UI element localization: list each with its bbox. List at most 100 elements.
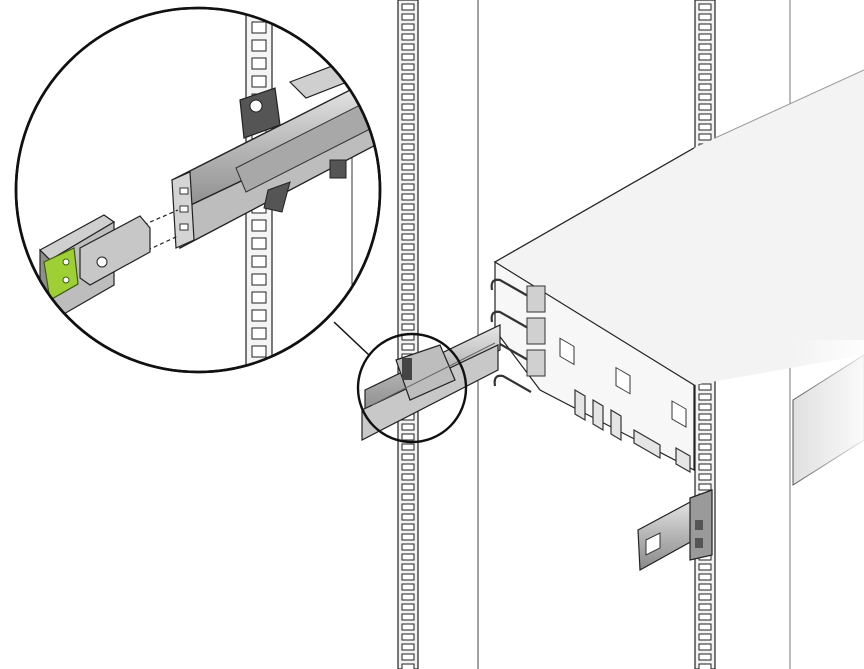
rack-hole bbox=[401, 3, 415, 11]
rack-hole bbox=[401, 433, 415, 441]
rack-hole bbox=[401, 63, 415, 71]
rack-hole bbox=[698, 413, 712, 421]
rack-hole bbox=[401, 193, 415, 201]
rack-hole bbox=[251, 273, 267, 286]
rack-hole bbox=[401, 643, 415, 651]
rack-hole bbox=[401, 343, 415, 351]
rack-hole bbox=[251, 237, 267, 250]
rack-hole bbox=[698, 583, 712, 591]
rack-hole bbox=[251, 345, 267, 358]
rack-hole bbox=[401, 453, 415, 461]
rack-hole bbox=[698, 23, 712, 31]
slide-rail-assembly bbox=[361, 324, 501, 441]
rack-hole bbox=[251, 21, 267, 34]
rack-hole bbox=[401, 183, 415, 191]
rack-hole bbox=[401, 213, 415, 221]
rack-hole bbox=[401, 93, 415, 101]
rack-hole bbox=[401, 473, 415, 481]
rack-hole bbox=[401, 613, 415, 621]
callout-leader-line bbox=[333, 321, 371, 357]
rack-hole bbox=[698, 103, 712, 111]
rack-hole bbox=[401, 513, 415, 521]
rack-hole bbox=[698, 653, 712, 661]
rack-hole bbox=[698, 563, 712, 571]
rack-hole bbox=[401, 23, 415, 31]
rack-hole bbox=[401, 73, 415, 81]
rack-hole bbox=[401, 293, 415, 301]
rack-hole bbox=[698, 53, 712, 61]
rack-hole bbox=[251, 327, 267, 340]
rack-hole bbox=[698, 473, 712, 481]
rack-hole bbox=[698, 93, 712, 101]
rack-hole bbox=[698, 483, 712, 491]
rack-hole bbox=[401, 103, 415, 111]
rack-hole bbox=[401, 83, 415, 91]
rack-hole bbox=[401, 303, 415, 311]
rack-hole bbox=[698, 423, 712, 431]
rack-hole bbox=[401, 233, 415, 241]
rack-hole bbox=[401, 623, 415, 631]
rack-hole bbox=[698, 633, 712, 641]
rack-hole bbox=[401, 603, 415, 611]
rack-hole bbox=[401, 633, 415, 641]
rack-hole bbox=[251, 363, 267, 372]
rear-slide-rail bbox=[637, 489, 713, 571]
rack-hole bbox=[401, 573, 415, 581]
rack-hole bbox=[401, 543, 415, 551]
rack-hole bbox=[698, 73, 712, 81]
rack-hole bbox=[401, 13, 415, 21]
rack-hole bbox=[401, 173, 415, 181]
rack-hole bbox=[401, 143, 415, 151]
rack-hole bbox=[401, 153, 415, 161]
rack-hole bbox=[698, 623, 712, 631]
rack-hole bbox=[401, 563, 415, 571]
rack-hole bbox=[698, 43, 712, 51]
rack-hole bbox=[698, 403, 712, 411]
rack-hole bbox=[251, 75, 267, 88]
rack-hole bbox=[401, 653, 415, 661]
server-chassis bbox=[490, 69, 864, 474]
rack-hole bbox=[401, 533, 415, 541]
rack-hole bbox=[698, 603, 712, 611]
rack-hole bbox=[698, 573, 712, 581]
rack-hole bbox=[401, 33, 415, 41]
rack-hole bbox=[698, 383, 712, 391]
rack-hole bbox=[251, 57, 267, 70]
rack-hole bbox=[401, 503, 415, 511]
rack-hole bbox=[401, 523, 415, 531]
rack-hole bbox=[251, 8, 267, 16]
rack-hole bbox=[401, 423, 415, 431]
rack-hole bbox=[251, 255, 267, 268]
far-chassis-ghost bbox=[792, 340, 864, 490]
rack-hole bbox=[401, 43, 415, 51]
rack-hole bbox=[401, 583, 415, 591]
rack-hole bbox=[401, 243, 415, 251]
rack-hole bbox=[401, 53, 415, 61]
rack-hole bbox=[401, 223, 415, 231]
rack-hole bbox=[401, 663, 415, 669]
rack-hole bbox=[698, 123, 712, 131]
rack-hole bbox=[698, 393, 712, 401]
rack-hole bbox=[401, 263, 415, 271]
rack-hole bbox=[698, 3, 712, 11]
rack-hole bbox=[401, 283, 415, 291]
rack-hole bbox=[401, 163, 415, 171]
rack-hole bbox=[698, 113, 712, 121]
rack-hole bbox=[698, 433, 712, 441]
rack-hole bbox=[251, 291, 267, 304]
rack-hole bbox=[698, 63, 712, 71]
rack-hole bbox=[251, 219, 267, 232]
rack-hole bbox=[698, 13, 712, 21]
zoom-callout bbox=[14, 6, 382, 393]
rack-hole bbox=[401, 483, 415, 491]
rack-hole bbox=[401, 323, 415, 331]
rack-hole bbox=[401, 273, 415, 281]
rack-hole bbox=[401, 593, 415, 601]
rack-hole bbox=[252, 382, 266, 393]
rack-hole bbox=[401, 443, 415, 451]
rack-hole bbox=[401, 313, 415, 321]
rack-hole bbox=[698, 133, 712, 141]
rack-hole bbox=[401, 203, 415, 211]
rack-hole bbox=[401, 253, 415, 261]
